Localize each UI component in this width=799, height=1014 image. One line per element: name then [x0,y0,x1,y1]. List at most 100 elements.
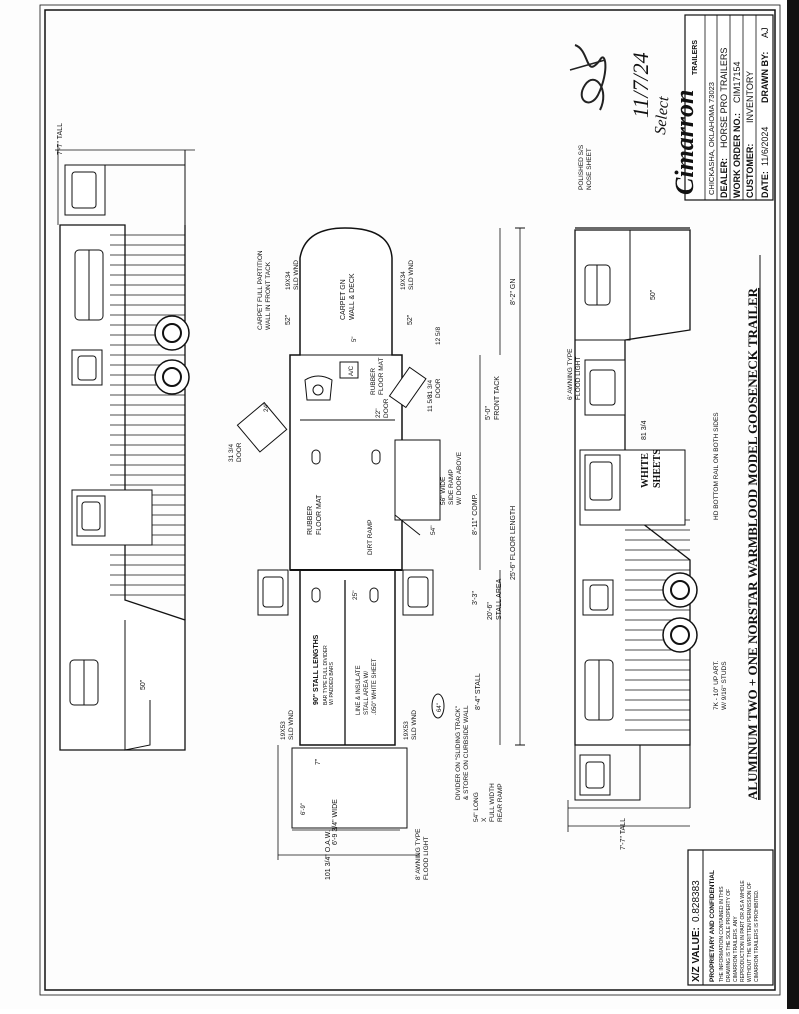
dim-24: 24" [263,402,270,412]
title-block: Cimarron TRAILERS CHICKASHA, OKLAHOMA 73… [670,14,774,201]
comp-dim: 8'-11" COMP. [472,494,479,535]
rear-ramp-2: X [481,817,488,822]
carpet-gn-1: CARPET GN [340,279,347,320]
confidential: PROPRIETARY AND CONFIDENTIAL [709,870,716,982]
axles-1: 7K - 10" UP ART. [713,660,720,710]
dealer-value: HORSE PRO TRAILERS [719,48,729,148]
awning-8-2: FLOOD LIGHT [423,837,430,880]
date-value: 11/6/2024 [760,127,770,166]
oaw-dim: 101 3/4" O.A.W. [325,830,332,880]
brand-logo: Cimarron [670,90,699,196]
line-insulate-1: LINE & INSULATE [356,665,362,715]
dim-52-a: 52" [285,314,292,325]
side-ramp-3: W/ DOOR ABOVE [456,451,463,505]
line-insulate-3: .050" WHITE SHEET [372,658,378,715]
sld-wnd-53-a-2: SLD WND [288,710,295,740]
scan-edge [787,0,799,1009]
wide-dim: 6'-9 3/4" WIDE [332,799,339,845]
door-22-2: DOOR [383,398,390,418]
carpet-partition-2: WALL IN FRONT TACK [265,261,272,330]
drawn-by-value: AJ [760,27,770,38]
side-ramp-2: SIDE RAMP [448,469,455,505]
dim-11: 11 5/8 [427,394,434,412]
sld-wnd-top-2: SLD WND [293,260,300,290]
carpet-gn-2: WALL & DECK [349,273,356,320]
notice-3: CIMARRON TRAILERS. ANY [733,916,739,982]
line-insulate-2: STALL AREA W/ [364,671,370,715]
door-31-right-1: 31 3/4 [427,380,434,398]
work-order-value: CIM17154 [732,61,742,103]
stall-area-2: STALL AREA [496,578,503,620]
door-31-right-2: DOOR [435,378,442,398]
rear-ramp-1: 54" LONG [473,792,480,822]
rubber-mat-tack-1: RUBBER [370,368,377,395]
awning-8-1: 8' AWNING TYPE [415,828,422,880]
rubber-mat-tack-2: FLOOR MAT [378,358,385,395]
handwritten-date: 11/7/24 [628,52,653,118]
hd-rail: HD BOTTOM RAIL ON BOTH SIDES [713,412,720,520]
signature: 11/7/24 Select [569,44,672,135]
sld-wnd-53-b-1: 19X53 [403,721,410,740]
sheet-border [44,9,776,991]
rs-tall: 7'-7" TALL [620,818,627,850]
bar-divider-1: BAR TYPE FULL DIVIDER [323,645,329,705]
rear-ramp-4: REAR RAMP [497,783,504,822]
stall-area-1: 20'-6" [487,602,494,620]
carpet-partition-1: CARPET FULL PARTITION [257,250,264,330]
brand-sub: TRAILERS [692,40,699,75]
dim-25: 25" [352,590,359,600]
curbside-elevation: 7'-7" TALL 50" [55,123,195,751]
customer-label: CUSTOMER: [745,144,755,198]
tack-width: 6'-9" [301,803,307,815]
sld-wnd-53-b-2: SLD WND [411,710,418,740]
cs-dim-50: 50" [140,679,147,690]
sld-wnd-53-a-1: 19X53 [280,721,287,740]
rs-awning-1: 6' AWNING TYPE [567,348,574,400]
rs-door-dim: 81 3/4 [641,420,648,440]
dim-33: 3'-3" [472,591,479,605]
axles-2: W/ 9/16" STUDS [721,661,728,710]
white-sheets-2: SHEETS [652,449,663,488]
ac-label: A/C [349,365,355,376]
roadside-elevation: 7'-7" TALL POLISHED S/S NOSE SHEET 50" 6… [567,144,728,850]
dim-7: 7" [315,758,322,765]
handwritten-note: Select [652,95,672,135]
xz-label: X/Z VALUE: [691,927,702,982]
work-order-label: WORK ORDER NO.: [732,113,742,198]
dim-12: 12 5/8 [435,327,442,345]
dim-5: 5" [352,337,358,342]
rs-awning-2: FLOOD LIGHT [575,357,582,400]
notice-5: WITHOUT THE WRITTEN PERMISSION OF [747,882,753,982]
rubber-mat-stall-1: RUBBER [307,506,314,535]
divider-note-1: DIVIDER ON "SLIDING TRACK" [455,705,462,800]
dirt-ramp: DIRT RAMP [367,519,374,555]
date-label: DATE: [760,171,770,198]
cs-tall: 7'-7" TALL [57,123,64,155]
divider-note-2: & STORE ON CURBSIDE WALL [463,705,470,800]
drawing-title-group: ALUMINUM TWO + ONE NORSTAR WARMBLOOD MOD… [745,255,761,800]
stall-84: 8'-4" STALL [475,673,482,710]
nose-sheet-1: POLISHED S/S [578,144,585,190]
address: CHICKASHA, OKLAHOMA 73023 [707,82,716,195]
front-tack-1: 5'-0" [485,406,492,420]
drawn-by-label: DRAWN BY: [760,52,770,103]
rs-dim-50: 50" [650,289,657,300]
stall-lengths: 90" STALL LENGTHS [313,634,320,705]
xz-value: 0.828383 [691,880,702,922]
floor-plan: CARPET FULL PARTITION WALL IN FRONT TACK… [228,227,525,880]
notice-6: CIMARRON TRAILERS IS PROHIBITED. [754,890,760,982]
dim-52-b: 52" [407,314,414,325]
floor-length: 25'-6" FLOOR LENGTH [510,506,517,580]
rear-ramp-3: FULL WIDTH [489,783,496,822]
sheet-outer-border [39,4,781,996]
drawing-title: ALUMINUM TWO + ONE NORSTAR WARMBLOOD MOD… [745,287,760,800]
footer-block: X/Z VALUE: 0.828383 PROPRIETARY AND CONF… [687,849,774,986]
door-22-1: 22" [375,408,382,418]
side-ramp-1: 56" WIDE [440,476,447,505]
sld-wnd-top-1: 19X34 [285,271,292,290]
sld-wnd-bottom-2: SLD WND [408,260,415,290]
customer-value: INVENTORY [745,71,755,123]
notice-1: THE INFORMATION CONTAINED IN THIS [719,886,725,982]
